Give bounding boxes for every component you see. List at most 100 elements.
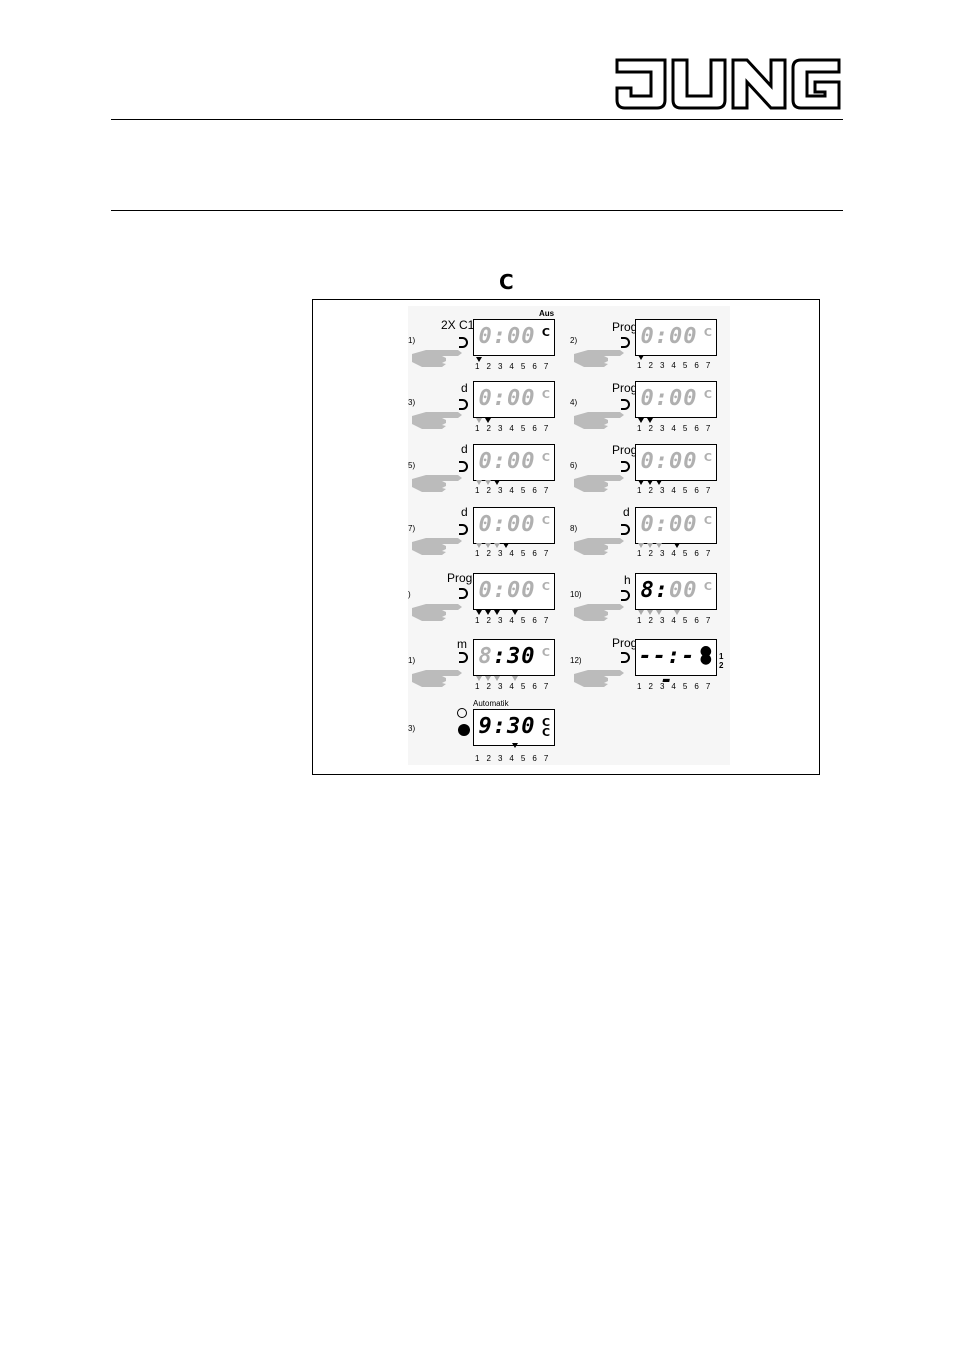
step-number: 12) — [570, 656, 582, 665]
step-number: 6) — [570, 461, 578, 470]
day-marker — [647, 480, 653, 485]
button-icon[interactable] — [621, 524, 630, 535]
channel-symbol: C — [541, 451, 550, 464]
weekday-numbers: 1 2 3 4 5 6 7 — [475, 616, 551, 625]
lcd-display: 0:00 C — [473, 381, 555, 418]
day-marker — [476, 418, 482, 423]
automatik-label: Automatik — [473, 699, 509, 708]
button-icon[interactable] — [459, 588, 468, 599]
step-9: ) Prog 0:00 C 1 2 3 4 5 6 7 — [408, 568, 568, 632]
hand-icon — [412, 670, 462, 687]
auto-button-icon[interactable] — [458, 724, 470, 736]
day-marker — [503, 543, 509, 548]
time-digits: 0:00 — [478, 324, 536, 349]
channel-symbol: C — [703, 514, 712, 527]
button-icon[interactable] — [459, 652, 468, 663]
day-marker — [476, 480, 482, 485]
jung-logo — [615, 58, 841, 110]
lcd-display: 8:00 C — [635, 573, 717, 610]
day-marker — [638, 418, 644, 423]
step-number: 5) — [408, 461, 416, 470]
button-label: d — [623, 505, 630, 519]
lcd-display: 0:00 C — [473, 444, 555, 481]
day-marker — [485, 543, 491, 548]
lcd-display: 0:00 C — [473, 507, 555, 544]
button-label: m — [457, 637, 467, 651]
step-number: ) — [408, 590, 411, 599]
channel-symbol: C — [541, 580, 550, 593]
channel-symbol: C — [703, 580, 712, 593]
day-marker — [476, 676, 482, 681]
weekday-numbers: 1 2 3 4 5 6 7 — [475, 754, 551, 763]
weekday-numbers: 1 2 3 4 5 6 7 — [637, 549, 713, 558]
day-marker — [656, 480, 662, 485]
step-10: 10) h 8:00 C 1 2 3 4 5 6 7 — [570, 568, 730, 632]
channel-symbol: C — [703, 451, 712, 464]
step-number: 2) — [570, 336, 578, 345]
day-marker — [512, 676, 518, 681]
hand-icon — [412, 604, 462, 621]
step-12: 12) Prog --:-- ●● 1 2 1 2 3 4 5 6 7 — [570, 634, 730, 698]
button-label: Prog — [612, 636, 638, 650]
lcd-display: 0:00 C — [635, 319, 717, 356]
button-icon[interactable] — [459, 524, 468, 535]
step-2: 2) Prog 0:00 C 1 2 3 4 5 6 7 — [570, 314, 730, 378]
button-icon[interactable] — [621, 337, 630, 348]
button-icon[interactable] — [459, 399, 468, 410]
button-icon[interactable] — [621, 399, 630, 410]
time-digits: 9:30 — [478, 714, 536, 739]
day-marker — [485, 480, 491, 485]
day-marker — [485, 418, 491, 423]
time-digits: 0:00 — [478, 449, 536, 474]
day-marker — [476, 543, 482, 548]
time-digits: 0:00 — [640, 386, 698, 411]
day-marker — [638, 480, 644, 485]
weekday-numbers: 1 2 3 4 5 6 7 — [637, 361, 713, 370]
button-icon[interactable] — [621, 652, 630, 663]
step-number: 3) — [408, 724, 416, 733]
figure-panel: 1) 2X C1 Aus 0:00 C 1 2 3 4 5 6 7 2) Pro… — [408, 306, 730, 765]
day-marker — [494, 480, 500, 485]
day-marker — [647, 418, 653, 423]
step-13: 3) Automatik 9:30 C C 1 2 3 4 5 6 7 — [408, 699, 568, 766]
channel-symbol: C — [541, 388, 550, 401]
button-label: d — [461, 442, 468, 456]
step-5: 5) d 0:00 C 1 2 3 4 5 6 7 — [408, 439, 568, 503]
button-label: Prog — [612, 320, 638, 334]
hour-digits: 8 — [478, 644, 493, 669]
hand-icon — [574, 350, 624, 367]
hand-icon — [574, 538, 624, 555]
day-marker — [494, 610, 500, 615]
minute-digits: :30 — [492, 644, 536, 669]
title-symbol: C — [499, 270, 514, 294]
button-icon[interactable] — [459, 461, 468, 472]
weekday-numbers: 1 2 3 4 5 6 7 — [475, 362, 551, 371]
day-marker — [638, 610, 644, 615]
day-marker — [656, 610, 662, 615]
step-number: 3) — [408, 398, 416, 407]
weekday-numbers: 1 2 3 4 5 6 7 — [475, 682, 551, 691]
button-icon[interactable] — [621, 461, 630, 472]
channel-symbol: C — [541, 646, 550, 659]
button-icon[interactable] — [459, 337, 468, 348]
step-number: 10) — [570, 590, 582, 599]
day-marker — [638, 543, 644, 548]
time-digits: 0:00 — [640, 449, 698, 474]
time-digits: 0:00 — [640, 512, 698, 537]
time-digits: 0:00 — [478, 578, 536, 603]
button-icon[interactable] — [621, 590, 630, 601]
hand-icon — [574, 475, 624, 492]
step-8: 8) d 0:00 C 1 2 3 4 5 6 7 — [570, 502, 730, 566]
button-label: d — [461, 381, 468, 395]
step-3: 3) d 0:00 C 1 2 3 4 5 6 7 — [408, 376, 568, 440]
day-marker — [638, 355, 644, 360]
step-number: 4) — [570, 398, 578, 407]
weekday-numbers: 1 2 3 4 5 6 7 — [637, 682, 713, 691]
hand-icon — [412, 350, 462, 367]
lcd-display: 9:30 C C — [473, 709, 555, 746]
step-number: 7) — [408, 524, 416, 533]
hand-icon — [412, 412, 462, 429]
lcd-display: 0:00 C — [473, 573, 555, 610]
day-marker — [494, 543, 500, 548]
button-label: d — [461, 505, 468, 519]
